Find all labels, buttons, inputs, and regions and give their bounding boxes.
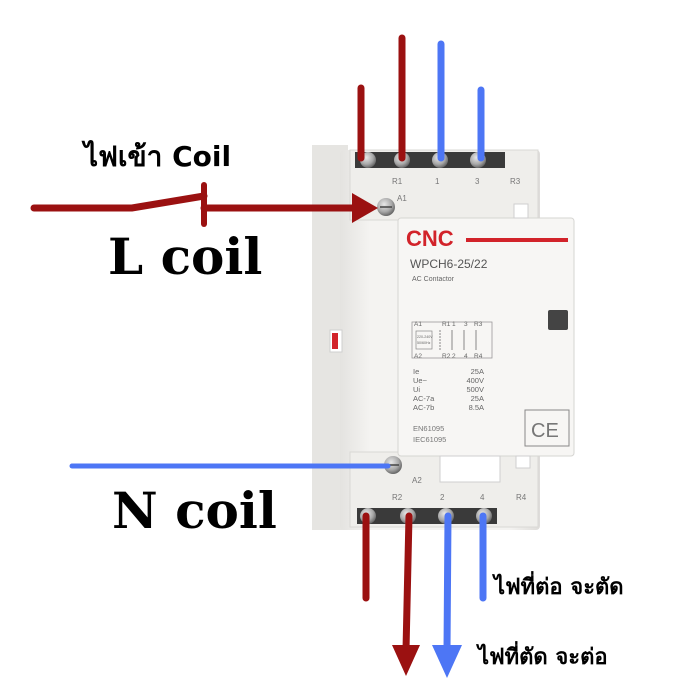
device-type: AC Contactor [412,276,455,283]
terminal-label-r3: R3 [510,177,521,186]
spec-label: AC-7b [413,403,434,412]
terminal-label-r4: R4 [516,493,527,502]
standard-en: EN61095 [413,424,444,433]
ce-box [524,409,570,447]
ce-mark: CE [531,420,559,442]
terminal-label-r1: R1 [392,177,403,186]
terminal-label-2: 2 [440,493,445,502]
model-number: WPCH6-25/22 [410,257,488,271]
spec-value: 25A [471,394,484,403]
spec-label: Ue~ [413,376,428,385]
terminal-label-a1: A1 [397,194,407,203]
label-l-coil: L coil [108,227,262,286]
spec-label: AC-7a [413,394,435,403]
label-no-contacts: ไฟที่ตัด จะต่อ [476,640,608,670]
spec-value: 500V [466,385,484,394]
coil-rating: 220-240V [417,335,433,339]
wires [30,34,487,678]
arrow-down-live-icon [392,645,420,676]
spec-value: 8.5A [469,403,484,412]
wire-bottom-no-neutral [443,512,452,654]
l-coil-switch-wire [30,192,208,212]
label-n-coil: N coil [112,481,277,540]
arrow-down-neutral-icon [432,645,462,678]
status-indicator [332,333,338,349]
label-coil-input: ไฟเข้า Coil [81,140,231,173]
standard-iec: IEC61095 [413,435,446,444]
spec-value: 400V [466,376,484,385]
wire-bottom-no-live [402,512,413,654]
screw-terminals-bottom [357,508,497,524]
terminal-label-a2: A2 [412,476,422,485]
spec-label: Ie [413,367,419,376]
test-button [548,310,568,330]
spec-value: 25A [471,367,484,376]
terminal-label-r2: R2 [392,493,403,502]
arrow-right-live-icon [352,193,378,223]
coil-frequency: 50/60Hz [417,341,431,345]
spec-label: Ui [413,385,420,394]
terminal-label-1: 1 [435,177,440,186]
terminal-label-4: 4 [480,493,485,502]
spec-table: Ie 25A Ue~ 400V Ui 500V AC-7a 25A AC-7b 8.5A [413,367,484,412]
label-nc-contacts: ไฟที่ต่อ จะตัด [492,570,624,600]
brand-logo: CNC [406,226,454,251]
terminal-label-3: 3 [475,177,480,186]
